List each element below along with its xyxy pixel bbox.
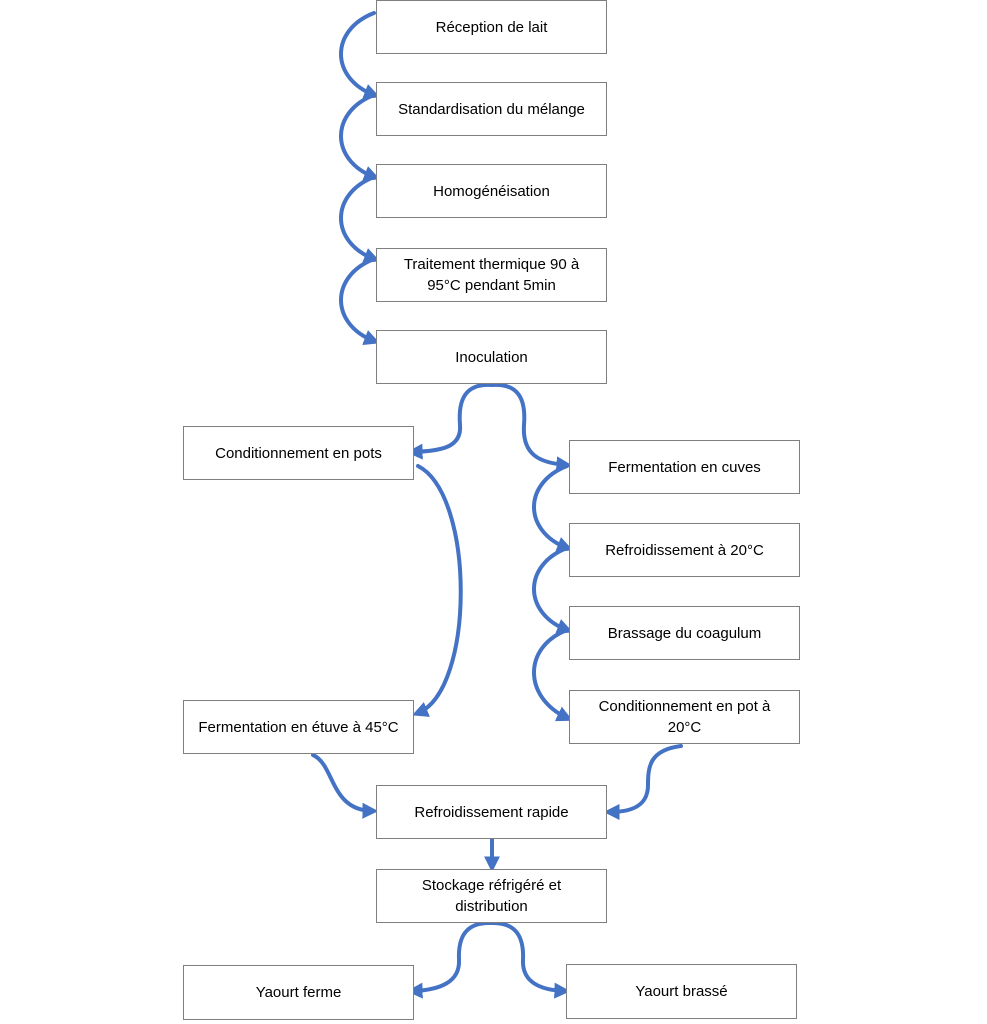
arrow-stockage-yaourt-brasse — [489, 920, 571, 999]
node-reception-de-lait: Réception de lait — [376, 0, 607, 54]
arrow-inoculation-conditionnement — [406, 382, 494, 460]
node-yaourt-ferme: Yaourt ferme — [183, 965, 414, 1020]
arrow-fermentation-etuve-refroidissement-rapide — [311, 753, 379, 819]
node-fermentation-en-cuves: Fermentation en cuves — [569, 440, 800, 494]
node-fermentation-en-etuve: Fermentation en étuve à 45°C — [183, 700, 414, 754]
arrow-stockage-yaourt-ferme — [406, 920, 493, 999]
arrow-refroidissement-brassage — [532, 546, 573, 634]
arrow-conditionnement-pot-refroidissement-rapide — [603, 744, 683, 820]
arrow-traitement-inoculation — [339, 257, 380, 345]
node-homogeneisation: Homogénéisation — [376, 164, 607, 218]
arrow-conditionnement-fermentation-etuve — [412, 464, 463, 717]
node-stockage-refrigere: Stockage réfrigéré et distribution — [376, 869, 607, 923]
arrow-homogeneisation-traitement — [339, 175, 380, 263]
node-traitement-thermique: Traitement thermique 90 à 95°C pendant 5… — [376, 248, 607, 302]
arrow-standardisation-homogeneisation — [339, 93, 380, 181]
arrow-reception-standardisation — [339, 11, 380, 99]
node-standardisation: Standardisation du mélange — [376, 82, 607, 136]
node-conditionnement-en-pot-20: Conditionnement en pot à 20°C — [569, 690, 800, 744]
node-yaourt-brasse: Yaourt brassé — [566, 964, 797, 1019]
node-brassage-du-coagulum: Brassage du coagulum — [569, 606, 800, 660]
arrow-inoculation-fermentation-cuves — [490, 382, 573, 473]
arrow-brassage-conditionnement-pot — [532, 628, 573, 722]
node-inoculation: Inoculation — [376, 330, 607, 384]
node-refroidissement-rapide: Refroidissement rapide — [376, 785, 607, 839]
node-refroidissement-20: Refroidissement à 20°C — [569, 523, 800, 577]
node-conditionnement-en-pots: Conditionnement en pots — [183, 426, 414, 480]
arrow-fermentation-cuves-refroidissement — [532, 464, 573, 552]
